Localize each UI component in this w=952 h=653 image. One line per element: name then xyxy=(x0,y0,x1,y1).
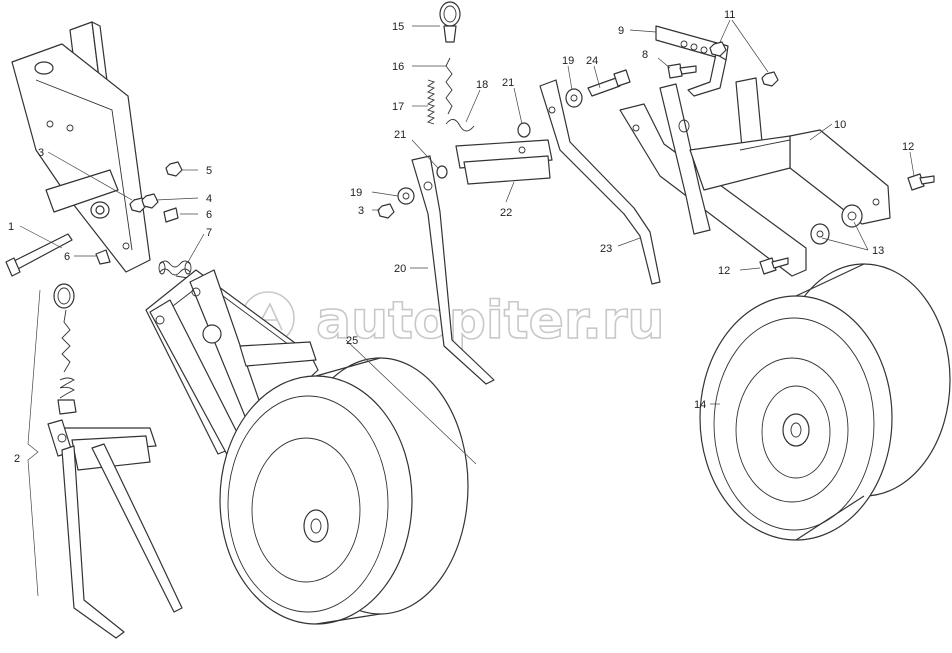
callout-12-right: 12 xyxy=(902,141,914,153)
tine-20 xyxy=(411,155,495,385)
pull-pin-assembly-left xyxy=(53,283,77,415)
pull-ring-pin xyxy=(439,1,461,43)
press-wheel-right xyxy=(699,263,951,541)
compression-spring xyxy=(158,260,192,276)
frame-bracket-9 xyxy=(655,25,729,97)
callout-18: 18 xyxy=(476,79,488,91)
callout-15: 15 xyxy=(392,21,404,33)
long-bolt xyxy=(5,233,73,277)
nuts-and-bolts-left xyxy=(95,161,189,279)
nuts-11 xyxy=(709,41,779,87)
callout-11: 11 xyxy=(724,9,735,21)
leader-lines xyxy=(19,19,915,597)
callout-2: 2 xyxy=(14,453,20,465)
bolts-12 xyxy=(759,173,935,275)
callout-labels: 1 2 3 4 5 6 6 7 25 15 16 17 18 21 21 19 … xyxy=(8,9,914,465)
callout-7: 7 xyxy=(206,227,212,239)
bolt-8 xyxy=(667,63,697,79)
callout-21-left: 21 xyxy=(394,129,406,141)
tine-23 xyxy=(539,79,661,285)
tension-spring xyxy=(426,79,436,125)
callout-16: 16 xyxy=(392,61,404,73)
callout-6-left: 6 xyxy=(64,251,70,263)
callout-4: 4 xyxy=(206,193,212,205)
callout-19-top: 19 xyxy=(562,55,574,67)
watermark-text: autopiter.ru xyxy=(316,291,665,351)
callout-1: 1 xyxy=(8,221,14,233)
bolt-24 xyxy=(587,69,631,97)
washers-13 xyxy=(810,204,863,245)
callout-10: 10 xyxy=(834,119,846,131)
callout-9: 9 xyxy=(618,25,624,37)
callout-3-middle: 3 xyxy=(358,205,364,217)
callout-8: 8 xyxy=(642,49,648,61)
callout-21-top: 21 xyxy=(502,77,514,89)
tine-holder-plate xyxy=(455,139,553,185)
spring-clip xyxy=(445,119,475,132)
callout-14: 14 xyxy=(694,399,706,411)
callout-3-left: 3 xyxy=(38,147,44,159)
chain xyxy=(445,57,453,115)
callout-24: 24 xyxy=(586,55,598,67)
tine-assembly-left xyxy=(47,419,183,639)
washers-middle xyxy=(377,88,583,219)
watermark: autopiter.ru xyxy=(241,290,665,352)
callout-12-left: 12 xyxy=(718,265,730,277)
callout-23: 23 xyxy=(600,243,612,255)
press-wheel-left xyxy=(219,357,469,625)
callout-17: 17 xyxy=(392,101,404,113)
callout-25: 25 xyxy=(346,335,358,347)
callout-19-left: 19 xyxy=(350,187,362,199)
callout-6-right: 6 xyxy=(206,209,212,221)
callout-5: 5 xyxy=(206,165,212,177)
callout-20: 20 xyxy=(394,263,406,275)
callout-22: 22 xyxy=(500,207,512,219)
mounting-bracket xyxy=(11,21,151,273)
callout-13: 13 xyxy=(872,245,884,257)
main-frame-10 xyxy=(619,77,891,277)
